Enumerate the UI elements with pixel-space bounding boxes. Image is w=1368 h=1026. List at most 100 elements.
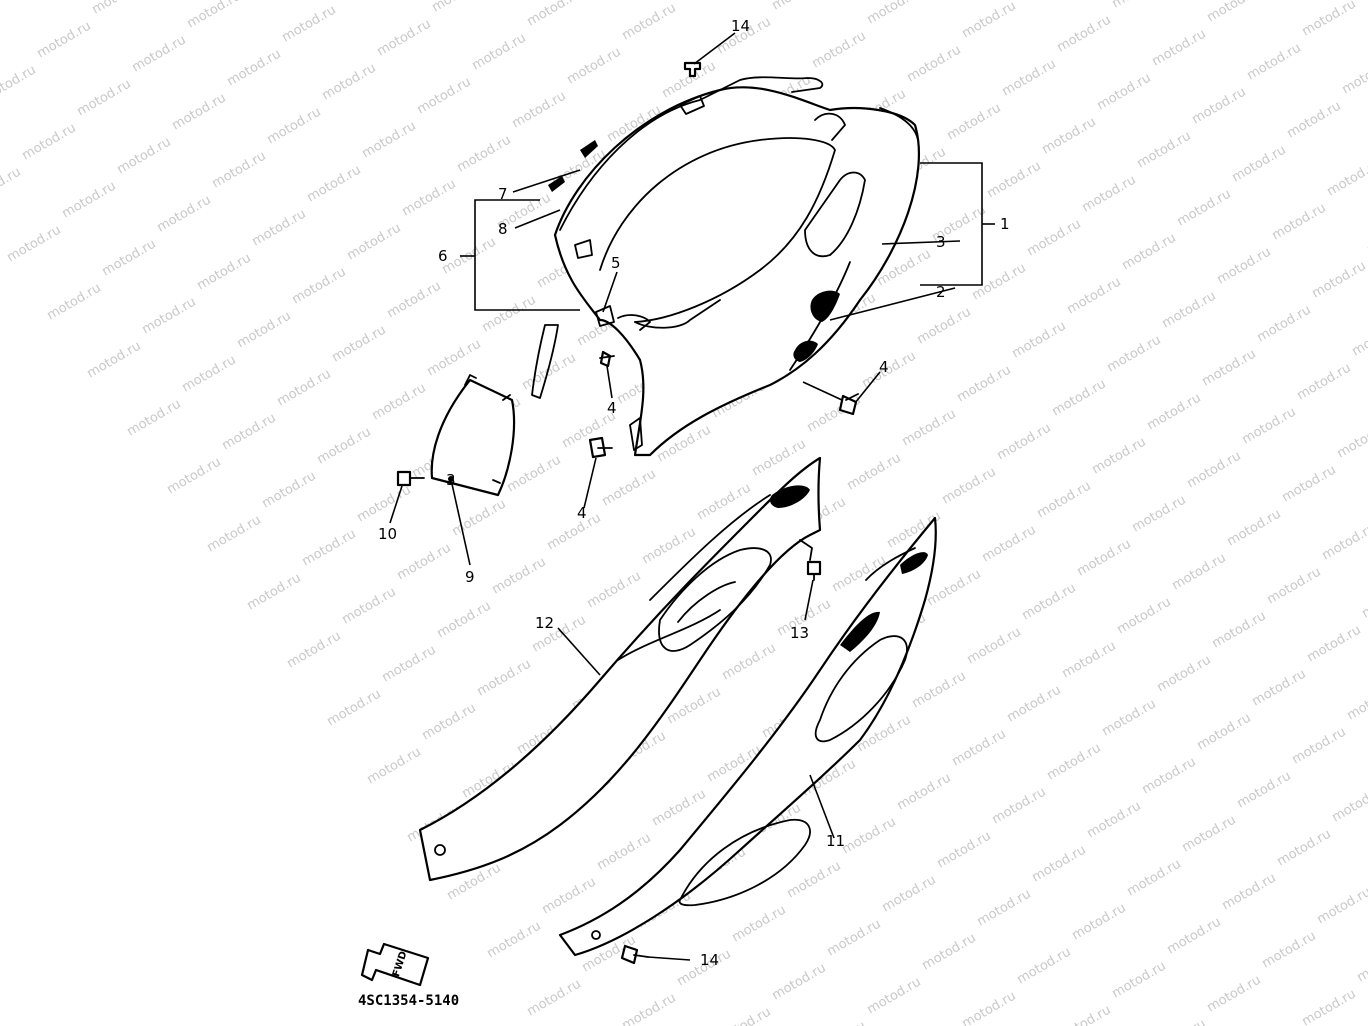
- watermark-text: motod.ru: [1130, 493, 1189, 536]
- watermark-text: motod.ru: [1040, 115, 1099, 158]
- watermark-text: motod.ru: [1325, 157, 1368, 200]
- watermark-text: motod.ru: [1260, 929, 1319, 972]
- watermark-text: motod.ru: [1210, 609, 1269, 652]
- watermark-text: motod.ru: [475, 657, 534, 700]
- watermark-text: motod.ru: [450, 497, 509, 540]
- watermark-text: motod.ru: [1345, 681, 1368, 724]
- watermark-text: motod.ru: [1300, 0, 1359, 39]
- watermark-text: motod.ru: [205, 513, 264, 556]
- callout-4-c: 4: [879, 358, 889, 376]
- watermark-text: motod.ru: [1300, 987, 1359, 1026]
- watermark-text: motod.ru: [880, 873, 939, 916]
- watermark-text: motod.ru: [90, 0, 149, 17]
- watermark-text: motod.ru: [0, 0, 54, 3]
- watermark-text: motod.ru: [1180, 813, 1239, 856]
- watermark-text: motod.ru: [140, 295, 199, 338]
- watermark-text: motod.ru: [620, 1, 679, 44]
- watermark-text: motod.ru: [380, 643, 439, 686]
- watermark-text: motod.ru: [130, 33, 189, 76]
- watermark-text: motod.ru: [520, 351, 579, 394]
- watermark-text: motod.ru: [1145, 391, 1204, 434]
- callout-1: 1: [1000, 215, 1010, 233]
- watermark-text: motod.ru: [20, 121, 79, 164]
- watermark-text: motod.ru: [1320, 521, 1368, 564]
- callout-8: 8: [498, 220, 508, 238]
- watermark-text: motod.ru: [245, 571, 304, 614]
- watermark-text: motod.ru: [965, 625, 1024, 668]
- watermark-text: motod.ru: [1245, 41, 1304, 84]
- watermark-text: motod.ru: [695, 481, 754, 524]
- watermark-text: motod.ru: [620, 991, 679, 1026]
- watermark-text: motod.ru: [525, 0, 584, 29]
- watermark-text: motod.ru: [1315, 885, 1368, 928]
- watermark-text: motod.ru: [170, 91, 229, 134]
- watermark-text: motod.ru: [1120, 231, 1179, 274]
- watermark-text: motod.ru: [430, 0, 489, 15]
- watermark-text: motod.ru: [1010, 319, 1069, 362]
- watermark-text: motod.ru: [595, 831, 654, 874]
- watermark-text: motod.ru: [865, 975, 924, 1018]
- watermark-text: motod.ru: [45, 281, 104, 324]
- watermark-text: motod.ru: [345, 221, 404, 264]
- watermark-text: motod.ru: [970, 261, 1029, 304]
- watermark-text: motod.ru: [1065, 275, 1124, 318]
- watermark-text: motod.ru: [945, 101, 1004, 144]
- watermark-text: motod.ru: [1275, 827, 1334, 870]
- watermark-text: motod.ru: [1250, 667, 1309, 710]
- watermark-text: motod.ru: [195, 251, 254, 294]
- watermark-text: motod.ru: [60, 179, 119, 222]
- screw-13: [806, 560, 822, 581]
- watermark-text: motod.ru: [1150, 1017, 1209, 1026]
- watermark-text: motod.ru: [1085, 799, 1144, 842]
- watermark-text: motod.ru: [585, 569, 644, 612]
- side-panel-11: [558, 516, 937, 957]
- watermark-text: motod.ru: [340, 585, 399, 628]
- watermark-text: motod.ru: [420, 701, 479, 744]
- watermark-text: motod.ru: [1060, 639, 1119, 682]
- watermark-text: motod.ru: [865, 0, 924, 27]
- watermark-text: motod.ru: [525, 977, 584, 1020]
- watermark-text: motod.ru: [810, 1019, 869, 1026]
- watermark-text: motod.ru: [1240, 405, 1299, 448]
- watermark-text: motod.ru: [1205, 973, 1264, 1016]
- watermark-text: motod.ru: [1175, 187, 1234, 230]
- screw-4-a: [599, 350, 615, 368]
- rear-body-cover: [531, 76, 920, 457]
- watermark-text: motod.ru: [1025, 217, 1084, 260]
- screw-10: [396, 470, 425, 487]
- watermark-text: motod.ru: [180, 353, 239, 396]
- callout-6: 6: [438, 247, 448, 265]
- watermark-text: motod.ru: [935, 829, 994, 872]
- watermark-text: motod.ru: [1365, 215, 1368, 258]
- watermark-text: motod.ru: [920, 931, 979, 974]
- watermark-text: motod.ru: [730, 903, 789, 946]
- watermark-text: motod.ru: [510, 89, 569, 132]
- callout-3-cover: 3: [446, 471, 456, 489]
- watermark-text: motod.ru: [275, 367, 334, 410]
- watermark-text: motod.ru: [1305, 623, 1364, 666]
- watermark-text: motod.ru: [1200, 347, 1259, 390]
- watermark-text: motod.ru: [415, 75, 474, 118]
- watermark-text: motod.ru: [715, 1005, 774, 1026]
- watermark-text: motod.ru: [375, 17, 434, 60]
- watermark-text: motod.ru: [435, 599, 494, 642]
- watermark-text: motod.ru: [770, 0, 829, 13]
- screw-4-b: [588, 436, 613, 459]
- side-panel-12: [418, 456, 822, 882]
- watermark-text: motod.ru: [960, 0, 1019, 41]
- watermark-text: motod.ru: [300, 527, 359, 570]
- watermark-text: motod.ru: [1280, 463, 1339, 506]
- watermark-text: motod.ru: [235, 309, 294, 352]
- watermark-text: motod.ru: [925, 567, 984, 610]
- watermark-text: motod.ru: [600, 467, 659, 510]
- watermark-text: motod.ru: [1000, 57, 1059, 100]
- watermark-text: motod.ru: [845, 451, 904, 494]
- callout-12: 12: [535, 614, 554, 632]
- watermark-text: motod.ru: [1155, 653, 1214, 696]
- watermark-text: motod.ru: [210, 149, 269, 192]
- side-cover-small: [430, 374, 516, 497]
- watermark-text: motod.ru: [305, 163, 364, 206]
- screw-4-c: [838, 393, 859, 416]
- watermark-text: motod.ru: [1135, 129, 1194, 172]
